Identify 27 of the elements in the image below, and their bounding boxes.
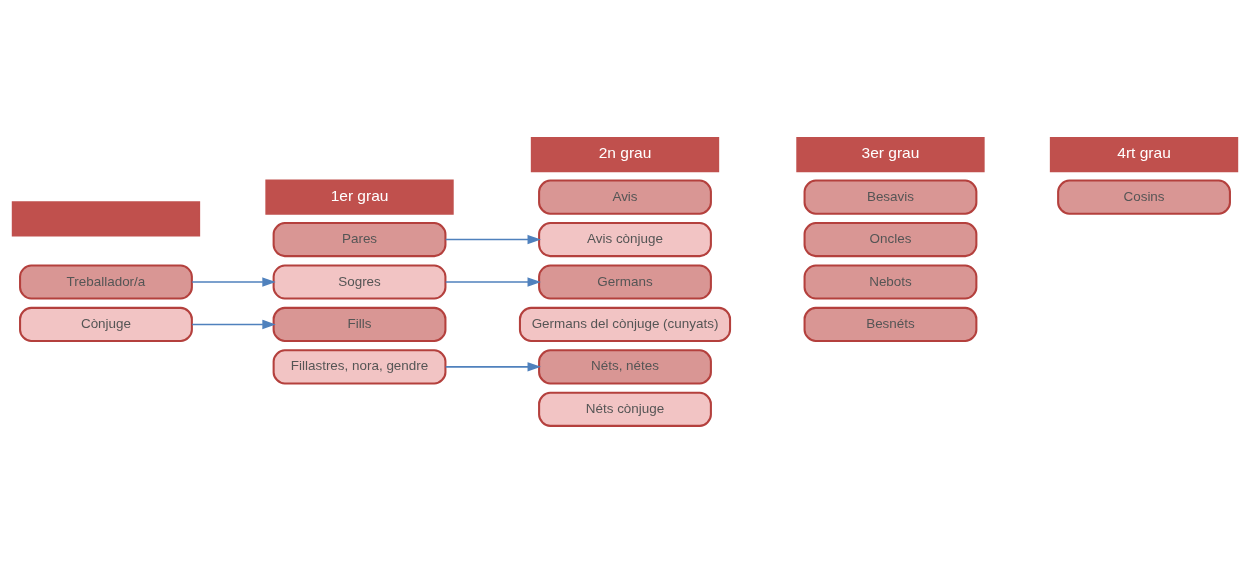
node-box: Fillastres, nora, gendre — [272, 349, 447, 385]
node-box: 4rt grau — [1049, 137, 1239, 173]
node-box: 1er grau — [265, 179, 454, 215]
node-box — [11, 201, 201, 237]
node-box: Néts, nétes — [538, 349, 712, 385]
node-box: Sogres — [272, 264, 447, 300]
node-box: Cosins — [1057, 179, 1231, 215]
arrow — [191, 277, 276, 287]
node-box: Treballador/a — [19, 264, 193, 300]
node-box: Avis cònjuge — [538, 221, 712, 258]
node-box: Nebots — [803, 264, 978, 300]
arrow — [444, 362, 541, 372]
node-box: Oncles — [803, 221, 978, 258]
node-box: 3er grau — [796, 137, 985, 173]
node-box: Néts cònjuge — [538, 391, 712, 427]
node-box: Besnéts — [803, 306, 978, 343]
node-box: Pares — [272, 221, 447, 258]
arrow — [191, 319, 276, 330]
node-box: 2n grau — [530, 137, 720, 173]
node-box: Avis — [538, 179, 712, 215]
arrow — [444, 277, 541, 287]
node-box: Fills — [272, 306, 447, 343]
node-box: Cònjuge — [19, 306, 193, 343]
node-box: Besavis — [803, 179, 978, 215]
node-box: Germans del cònjuge (cunyats) — [518, 306, 732, 343]
arrow — [444, 234, 541, 245]
node-box: Germans — [538, 264, 712, 300]
